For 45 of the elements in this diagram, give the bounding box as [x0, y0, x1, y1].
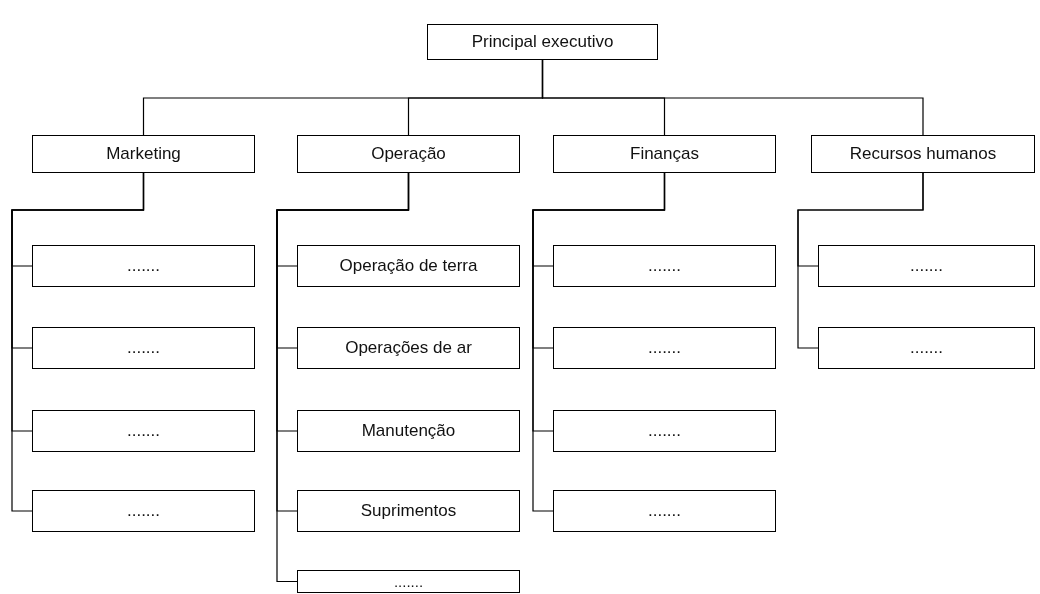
box-label: .......: [126, 256, 161, 276]
box-label: Marketing: [106, 144, 181, 164]
box-label: Finanças: [630, 144, 699, 164]
org-box: [297, 135, 520, 173]
box-label: Operação: [371, 144, 446, 164]
org-box: [427, 24, 658, 60]
box-label: .......: [647, 421, 682, 441]
org-box: [553, 245, 776, 287]
org-box: [811, 135, 1035, 173]
box-label: .......: [126, 338, 161, 358]
box-label: Principal executivo: [471, 32, 614, 52]
org-box: [553, 135, 776, 173]
connector-line: [797, 172, 924, 349]
org-box: [297, 410, 520, 452]
org-box: [297, 245, 520, 287]
org-box: [297, 490, 520, 532]
connector-line: [532, 172, 666, 512]
box-label: .......: [393, 573, 424, 590]
org-box: [818, 245, 1035, 287]
box-label: Suprimentos: [360, 501, 457, 521]
org-box: [553, 410, 776, 452]
org-box: [553, 327, 776, 369]
box-label: Operação de terra: [339, 256, 478, 276]
box-label: Recursos humanos: [849, 144, 997, 164]
org-box: [297, 327, 520, 369]
connector-line: [541, 59, 924, 136]
box-label: .......: [647, 338, 682, 358]
org-box: [32, 327, 255, 369]
box-label: .......: [126, 421, 161, 441]
org-box: [32, 135, 255, 173]
box-label: .......: [647, 501, 682, 521]
org-box: [553, 490, 776, 532]
box-label: Operações de ar: [345, 338, 472, 358]
org-box: [32, 490, 255, 532]
box-label: Manutenção: [361, 421, 456, 441]
box-label: .......: [909, 256, 944, 276]
org-box: [32, 245, 255, 287]
connector-line: [276, 172, 410, 583]
org-box: [32, 410, 255, 452]
box-label: .......: [909, 338, 944, 358]
org-box: [297, 570, 520, 593]
box-label: .......: [647, 256, 682, 276]
connector-line: [11, 172, 145, 512]
org-box: [818, 327, 1035, 369]
box-label: .......: [126, 501, 161, 521]
